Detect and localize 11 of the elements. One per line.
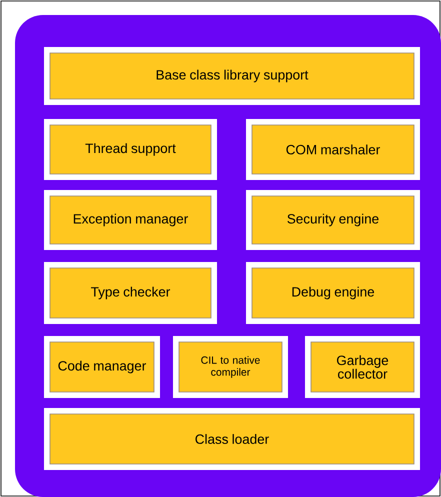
component-box: COM marshaler bbox=[246, 119, 420, 180]
component-box: Debug engine bbox=[246, 262, 420, 324]
component-box: Security engine bbox=[246, 190, 420, 250]
component-box: Thread support bbox=[44, 119, 217, 180]
component-box: Base class library support bbox=[44, 47, 420, 105]
component-box: Exception manager bbox=[44, 190, 217, 250]
component-box: Code manager bbox=[44, 336, 160, 398]
component-box: Garbage collector bbox=[305, 336, 420, 398]
component-box: Type checker bbox=[44, 262, 217, 324]
component-box: CIL to native compiler bbox=[173, 336, 288, 398]
component-box: Class loader bbox=[44, 408, 420, 470]
